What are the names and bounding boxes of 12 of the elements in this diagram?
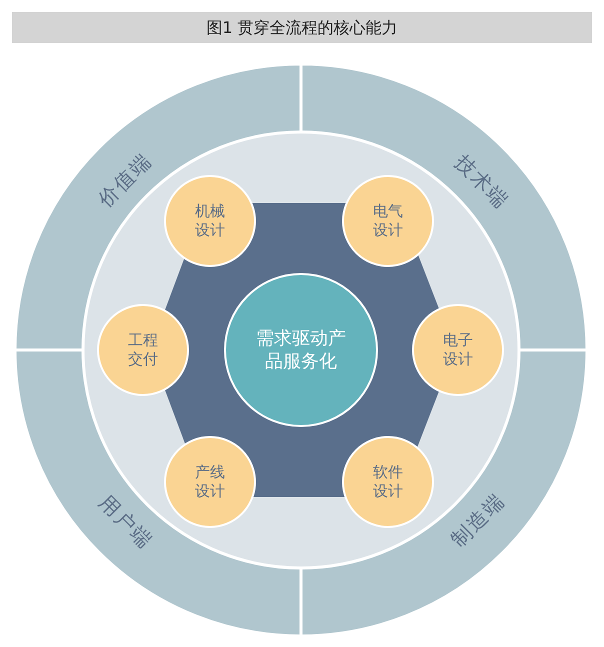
circle-label: 需求驱动产品服务化 xyxy=(256,326,346,374)
circle-label: 工程交付 xyxy=(128,330,158,370)
circle-label: 机械设计 xyxy=(195,202,225,240)
sector-label: 用户端 xyxy=(94,489,159,555)
circle-label: 电子设计 xyxy=(443,330,473,370)
sector-label: 制造端 xyxy=(445,487,510,553)
circle-label: 软件设计 xyxy=(373,462,403,502)
circle-label: 产线设计 xyxy=(195,462,225,502)
title-banner: 图1 贯穿全流程的核心能力 xyxy=(12,12,592,43)
circle-label: 电气设计 xyxy=(373,202,403,240)
sector-label: 技术端 xyxy=(450,149,515,215)
sector-label: 价值端 xyxy=(92,147,158,213)
